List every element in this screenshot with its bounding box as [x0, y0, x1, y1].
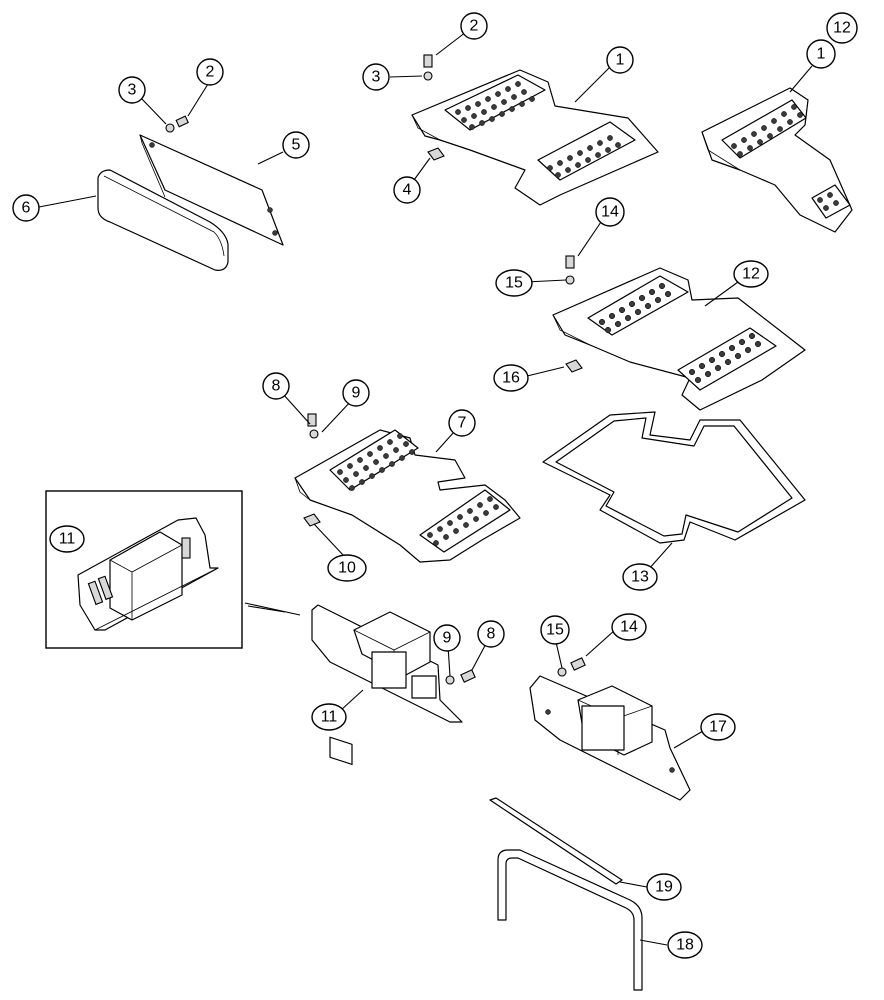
part-12-tread-holes — [598, 282, 762, 384]
svg-text:1: 1 — [817, 46, 826, 63]
callout-3-left: 3 — [118, 76, 146, 104]
washer-3-top — [423, 71, 433, 81]
part-11-detail-view — [77, 517, 219, 631]
part-1-tread-holes — [455, 81, 621, 178]
svg-text:11: 11 — [321, 709, 338, 726]
svg-text:8: 8 — [487, 626, 496, 643]
svg-text:9: 9 — [443, 630, 452, 647]
bolt-8-bottom — [460, 669, 476, 683]
washer-9-bottom — [445, 675, 455, 685]
svg-text:2: 2 — [470, 18, 479, 35]
callout-7: 7 — [448, 409, 476, 437]
svg-text:3: 3 — [372, 69, 381, 86]
part-6-pad — [97, 169, 229, 271]
callout-8-top: 8 — [262, 372, 290, 400]
svg-text:3: 3 — [128, 82, 137, 99]
bolt-14-top — [565, 255, 575, 269]
callout-2-left: 2 — [196, 58, 224, 86]
svg-text:12: 12 — [742, 266, 760, 283]
bolt-8-top — [307, 413, 317, 427]
part-7-tread-holes — [337, 433, 499, 546]
clip-16 — [565, 359, 583, 373]
callout-19: 19 — [646, 873, 682, 901]
svg-text:8: 8 — [272, 378, 281, 395]
clip-4 — [427, 147, 445, 161]
callout-18: 18 — [667, 931, 703, 959]
callout-16: 16 — [493, 364, 529, 392]
callout-5: 5 — [282, 131, 310, 159]
part-5-plate — [139, 134, 284, 246]
washer-9-top — [309, 429, 319, 439]
detail-inset-box — [45, 490, 301, 649]
svg-text:12: 12 — [833, 20, 851, 37]
part-19-strip — [489, 797, 623, 885]
callout-12-mid: 12 — [733, 260, 769, 288]
svg-text:11: 11 — [59, 531, 76, 548]
svg-text:4: 4 — [403, 182, 412, 199]
svg-text:14: 14 — [620, 619, 638, 636]
svg-text:18: 18 — [676, 937, 694, 954]
callout-14-bottom: 14 — [611, 613, 647, 641]
callout-9-bottom: 9 — [433, 624, 461, 652]
svg-text:2: 2 — [206, 64, 215, 81]
callout-10: 10 — [327, 554, 367, 582]
leader-lines — [38, 31, 813, 946]
part-1-12-floor-plate-variant — [701, 87, 853, 233]
callout-12-top: 12 — [826, 12, 858, 44]
svg-text:10: 10 — [338, 560, 356, 577]
part-12-floor-plate — [552, 267, 806, 411]
callout-9-top: 9 — [342, 379, 370, 407]
svg-text:17: 17 — [709, 719, 727, 736]
callout-1-right: 1 — [806, 39, 836, 69]
bolt-2-top — [423, 54, 433, 68]
svg-text:1: 1 — [616, 52, 625, 69]
callout-11-inset: 11 — [49, 525, 85, 553]
callout-2-top: 2 — [460, 12, 488, 40]
part-18-seal — [497, 849, 643, 991]
callout-8-bottom: 8 — [477, 620, 505, 648]
part-1-floor-plate — [411, 69, 659, 206]
part-7-floor-plate — [294, 429, 521, 563]
part-17-panel — [529, 675, 691, 801]
callout-15-bottom: 15 — [540, 615, 570, 645]
svg-text:15: 15 — [546, 622, 564, 639]
callout-14-top: 14 — [595, 197, 625, 227]
svg-text:5: 5 — [292, 137, 301, 154]
washer-15-top — [565, 275, 575, 285]
svg-text:16: 16 — [502, 370, 520, 387]
bolt-14-bottom — [570, 657, 586, 671]
svg-text:6: 6 — [22, 200, 31, 217]
callout-11: 11 — [311, 703, 347, 731]
svg-text:13: 13 — [631, 569, 649, 586]
callout-1-top: 1 — [606, 46, 634, 74]
svg-text:19: 19 — [655, 879, 673, 896]
part-13-gasket — [542, 411, 806, 544]
callout-3-top: 3 — [362, 63, 390, 91]
part-11-panel — [311, 604, 463, 766]
svg-text:7: 7 — [458, 415, 467, 432]
svg-text:14: 14 — [601, 204, 619, 221]
svg-text:15: 15 — [505, 275, 523, 292]
callout-15-top: 15 — [495, 269, 533, 297]
variant-tread-holes — [731, 104, 839, 211]
svg-text:9: 9 — [352, 385, 361, 402]
callout-13: 13 — [622, 563, 658, 591]
clip-10 — [303, 513, 321, 527]
washer-15-bottom — [557, 667, 567, 677]
callout-4: 4 — [393, 176, 421, 204]
callout-17: 17 — [700, 713, 736, 741]
washer-3-left — [165, 123, 175, 133]
callout-6: 6 — [12, 194, 40, 222]
bolt-2-left — [175, 115, 189, 128]
